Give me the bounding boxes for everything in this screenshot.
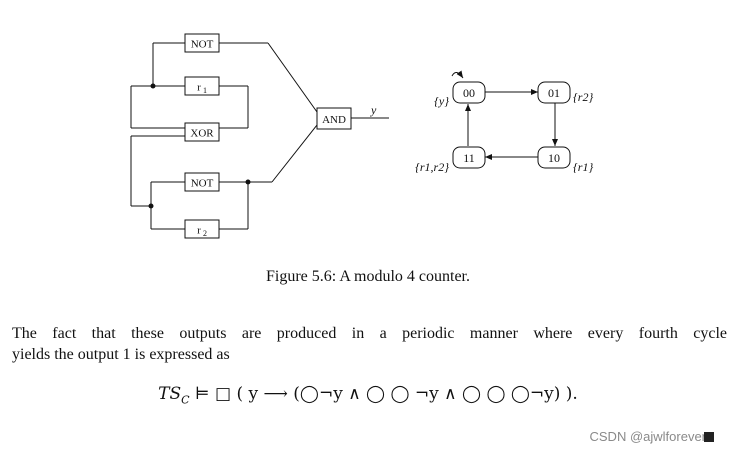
svg-text:NOT: NOT xyxy=(191,39,214,51)
circuit-wires xyxy=(130,42,389,230)
svg-text:00: 00 xyxy=(463,86,475,100)
state-transitions xyxy=(451,70,558,160)
paragraph-line: yields the output 1 is expressed as xyxy=(12,346,230,363)
watermark-text: CSDN @ajwlforever xyxy=(589,429,707,444)
watermark-square-icon xyxy=(704,432,714,442)
formula-body: ⊨ □ ( y ⟶ (◯¬y ∧ ◯ ◯ ¬y ∧ ◯ ◯ ◯¬y) ). xyxy=(189,384,578,404)
junction-dot xyxy=(150,83,156,89)
state-label-01: {r2} xyxy=(573,90,593,104)
junction-dot xyxy=(148,203,154,209)
state-node-10: 10 xyxy=(537,146,571,169)
formula-subscript: C xyxy=(181,393,190,407)
register-r2: r 2 xyxy=(184,219,220,239)
svg-text:XOR: XOR xyxy=(190,128,214,140)
state-label-10: {r1} xyxy=(573,160,593,174)
gate-xor: XOR xyxy=(184,122,220,142)
circuit-and-state-diagram: NOT r 1 XOR NOT r 2 AND y 00 {y} 01 {r2} xyxy=(130,33,593,239)
output-label-y: y xyxy=(370,103,377,117)
state-node-11: 11 xyxy=(452,146,486,169)
svg-text:11: 11 xyxy=(463,151,475,165)
gate-and: AND xyxy=(316,107,352,130)
figure-caption: Figure 5.6: A modulo 4 counter. xyxy=(266,268,470,285)
ltl-formula: TSC ⊨ □ ( y ⟶ (◯¬y ∧ ◯ ◯ ¬y ∧ ◯ ◯ ◯¬y) )… xyxy=(0,384,736,406)
state-label-00: {y} xyxy=(434,94,449,108)
svg-text:r: r xyxy=(197,82,201,94)
formula-ts: TS xyxy=(158,384,182,404)
svg-text:AND: AND xyxy=(322,114,346,126)
junction-dot xyxy=(245,179,251,185)
svg-text:2: 2 xyxy=(203,229,207,238)
state-node-01: 01 xyxy=(537,81,571,104)
watermark: CSDN @ajwlforever xyxy=(589,429,714,444)
gate-not-bottom: NOT xyxy=(184,172,220,192)
gate-not-top: NOT xyxy=(184,33,220,53)
paragraph-line: The fact that these outputs are produced… xyxy=(12,325,727,342)
svg-text:10: 10 xyxy=(548,151,560,165)
svg-text:01: 01 xyxy=(548,86,560,100)
register-r1: r 1 xyxy=(184,76,220,96)
state-node-00: 00 xyxy=(452,81,486,104)
svg-text:r: r xyxy=(197,225,201,237)
body-paragraph: The fact that these outputs are produced… xyxy=(12,323,727,365)
state-label-11: {r1,r2} xyxy=(415,160,449,174)
svg-text:1: 1 xyxy=(203,86,207,95)
svg-text:NOT: NOT xyxy=(191,178,214,190)
